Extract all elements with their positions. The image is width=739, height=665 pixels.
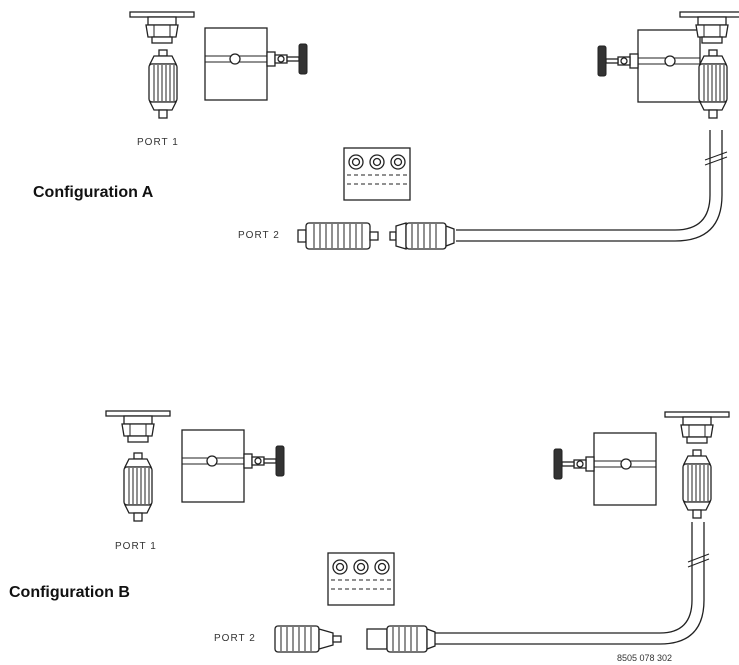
left-clamp-valve-b	[181, 429, 285, 503]
port-2-label-b: PORT 2	[214, 633, 256, 644]
port-1-bracket-b	[105, 410, 171, 443]
left-clamp-valve	[204, 27, 308, 101]
terminal-block	[343, 147, 411, 201]
port-1-connector-b	[123, 452, 153, 522]
port-1-bracket	[129, 11, 195, 44]
port-1-label-a: PORT 1	[137, 137, 179, 148]
cable-plug	[389, 222, 455, 250]
port-1-label-b: PORT 1	[115, 541, 157, 552]
port-1-connector	[148, 49, 178, 119]
right-bracket-b	[664, 411, 730, 444]
cable	[456, 130, 711, 231]
right-clamp-valve-b	[553, 432, 657, 506]
terminal-block-b	[327, 552, 395, 606]
port-2-coupler	[297, 222, 379, 250]
configuration-a-label: Configuration A	[33, 184, 154, 201]
right-connector	[698, 49, 728, 119]
right-clamp-valve	[597, 29, 701, 103]
configuration-a-group	[129, 11, 739, 250]
configuration-b-group	[105, 410, 730, 653]
cable-coupler-b	[366, 625, 436, 653]
cable-b	[435, 522, 693, 634]
port-2-label-a: PORT 2	[238, 230, 280, 241]
port-2-plug-b	[274, 625, 342, 653]
right-connector-b	[682, 449, 712, 519]
drawing-number: 8505 078 302	[617, 653, 673, 663]
configuration-b-label: Configuration B	[9, 584, 130, 601]
